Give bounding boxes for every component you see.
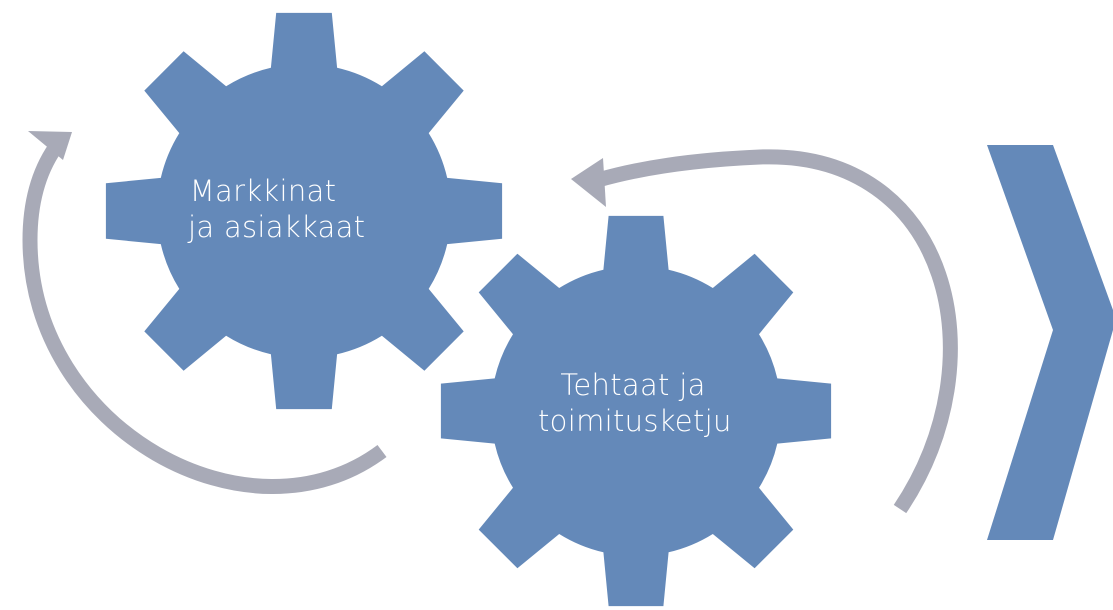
- gear-label-line: ja asiakkaat: [188, 210, 366, 244]
- gear-markets-customers: [105, 12, 503, 410]
- gear-factories-supply-chain: [440, 215, 832, 607]
- right-cycle-arrow: [571, 149, 958, 514]
- gear-label-line: Tehtaat ja: [560, 368, 706, 402]
- left-cycle-arrow: [22, 131, 387, 494]
- chevron-right-icon: [987, 145, 1113, 540]
- gear-label-line: Markkinat: [189, 174, 337, 208]
- gear-label-line: toimitusketju: [538, 404, 732, 438]
- gear-label-factories: Tehtaat ja toimitusketju: [538, 367, 732, 439]
- gear-label-markets: Markkinat ja asiakkaat: [188, 173, 366, 245]
